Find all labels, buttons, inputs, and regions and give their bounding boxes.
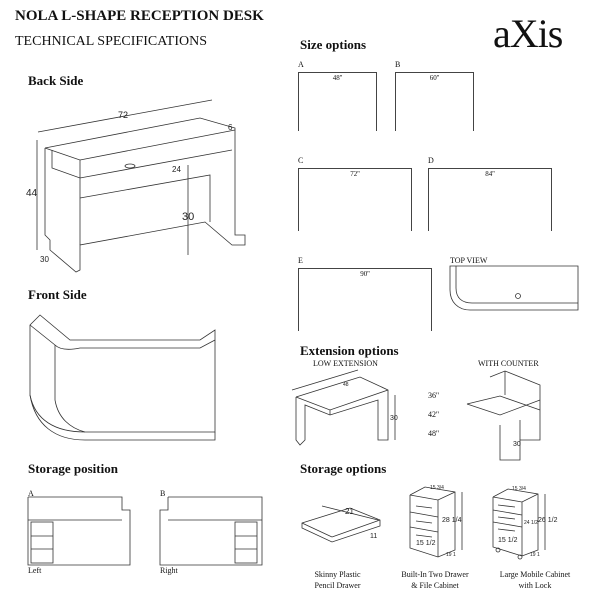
mobile-dim-drawer: 15 1/2 — [498, 537, 518, 544]
dim-height: 44 — [26, 188, 38, 199]
height-option-42: 42'' — [428, 410, 439, 419]
storage-position-heading: Storage position — [28, 461, 118, 476]
top-view-label: TOP VIEW — [450, 256, 488, 265]
size-c-box: 72'' — [298, 168, 412, 231]
page-title: NOLA L-SHAPE RECEPTION DESK — [15, 8, 264, 24]
size-c-letter: C — [298, 156, 304, 165]
height-option-36: 36'' — [428, 391, 439, 400]
mobile-dim-depth: 19 1 — [530, 552, 540, 558]
low-extension-label: LOW EXTENSION — [313, 359, 378, 368]
axis-logo: aXis — [493, 11, 563, 56]
size-a-letter: A — [298, 60, 304, 69]
size-a-width: 48'' — [332, 74, 343, 82]
page-subtitle: TECHNICAL SPECIFICATIONS — [15, 34, 207, 49]
dim-depth: 6 — [228, 123, 233, 132]
caption-line: Built-In Two Drawer — [401, 570, 469, 579]
size-options-heading: Size options — [300, 37, 367, 52]
mobile-dim-height: 26 1/2 — [538, 517, 558, 524]
counter-height: 30 — [513, 441, 521, 448]
size-e-box: 90'' — [298, 268, 432, 331]
size-d-letter: D — [428, 156, 434, 165]
builtin-dim-height: 28 1/4 — [442, 517, 462, 524]
dim-knee: 30 — [182, 211, 194, 223]
size-b-box: 60'' — [395, 72, 474, 131]
storage-options-heading: Storage options — [300, 461, 387, 476]
dim-return: 30 — [40, 255, 49, 264]
builtin-dim-width: 15 3/4 — [430, 485, 444, 491]
size-d-width: 84'' — [485, 170, 495, 178]
caption-line: with Lock — [518, 581, 552, 590]
size-b-width: 60'' — [429, 74, 440, 82]
caption-line: & File Cabinet — [411, 581, 459, 590]
dim-shelf: 24 — [172, 165, 181, 174]
svg-text:48: 48 — [343, 382, 349, 388]
storage-position-b-letter: B — [160, 489, 166, 498]
storage-position-a-letter: A — [28, 489, 34, 498]
dim-length: 72 — [118, 110, 128, 120]
size-d-box: 84'' — [428, 168, 552, 231]
size-b-letter: B — [395, 60, 401, 69]
mobile-cabinet-caption: Large Mobile Cabinet with Lock — [485, 569, 585, 591]
builtin-dim-drawer: 15 1/2 — [416, 540, 436, 547]
mobile-dim-width: 15 3/4 — [512, 486, 526, 492]
storage-position-b-caption: Right — [160, 566, 178, 575]
storage-position-a-caption: Left — [28, 566, 42, 575]
height-option-48: 48'' — [428, 429, 439, 438]
size-c-width: 72'' — [350, 170, 360, 178]
extension-options-heading: Extension options — [300, 343, 399, 358]
size-e-letter: E — [298, 256, 303, 265]
caption-line: Large Mobile Cabinet — [499, 570, 571, 579]
back-side-heading: Back Side — [28, 73, 84, 88]
drawer-dim-depth: 11 — [370, 533, 377, 540]
caption-line: Skinny Plastic — [314, 570, 361, 579]
size-e-width: 90'' — [360, 270, 370, 278]
caption-line: Pencil Drawer — [314, 581, 361, 590]
size-a-box: 48'' — [298, 72, 377, 131]
builtin-dim-depth: 19 1 — [446, 552, 456, 558]
drawer-dim-length: 21 — [345, 507, 354, 516]
builtin-cabinet-caption: Built-In Two Drawer & File Cabinet — [390, 569, 480, 591]
front-side-heading: Front Side — [28, 287, 87, 302]
mobile-dim-inner: 24 1/2 — [524, 520, 538, 526]
low-ext-height: 30 — [390, 415, 398, 422]
with-counter-label: WITH COUNTER — [478, 359, 539, 368]
